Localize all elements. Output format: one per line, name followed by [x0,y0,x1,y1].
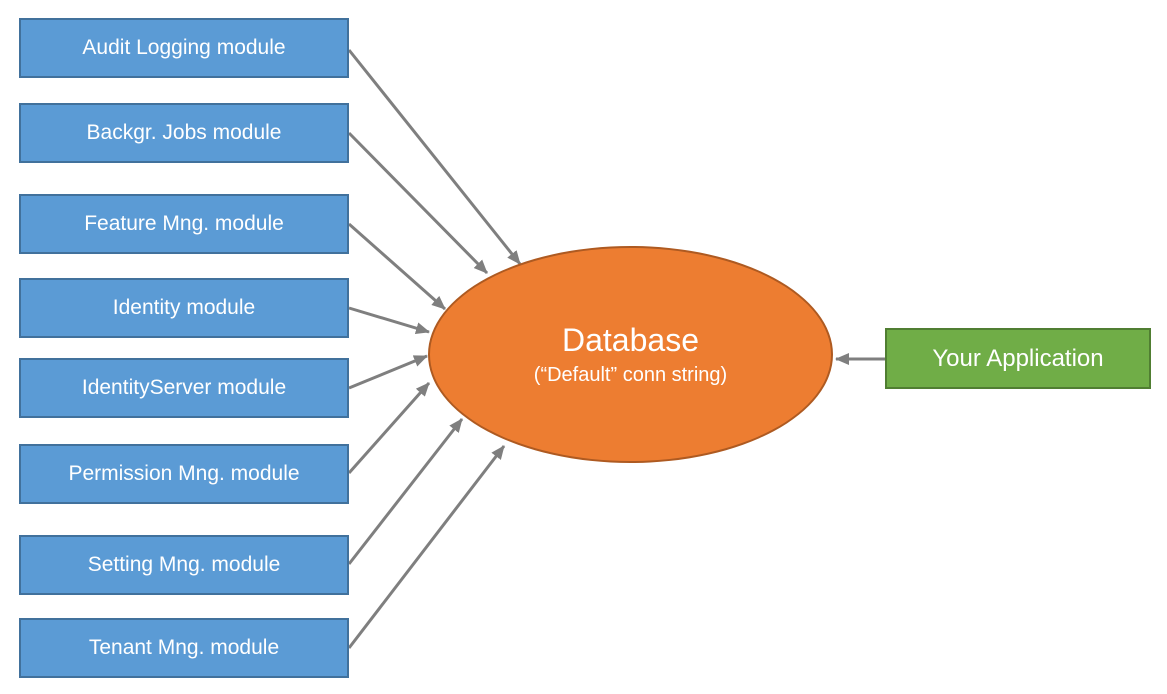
module-box-identity: Identity module [19,278,349,338]
module-label-identityserver: IdentityServer module [81,376,287,399]
arrow-feature-mng-to-database [348,222,446,311]
module-label-tenant-mng: Tenant Mng. module [88,636,280,659]
module-label-audit-logging: Audit Logging module [82,36,286,59]
module-box-permission-mng: Permission Mng. module [19,444,349,504]
module-box-setting-mng: Setting Mng. module [19,535,349,595]
arrow-backgr-jobs-to-database [347,131,489,275]
module-label-feature-mng: Feature Mng. module [84,212,284,235]
module-box-feature-mng: Feature Mng. module [19,194,349,254]
database-ellipse: Database (“Default” conn string) [428,246,833,463]
module-box-identityserver: IdentityServer module [19,358,349,418]
arrow-audit-logging-to-database [347,49,522,265]
module-label-setting-mng: Setting Mng. module [87,553,281,576]
arrow-identity-to-database [348,306,430,335]
database-title: Database [562,321,699,358]
module-label-backgr-jobs: Backgr. Jobs module [86,121,282,144]
module-label-identity: Identity module [112,296,256,319]
module-box-audit-logging: Audit Logging module [19,18,349,78]
module-box-tenant-mng: Tenant Mng. module [19,618,349,678]
arrow-permission-mng-to-database [347,382,431,474]
module-box-backgr-jobs: Backgr. Jobs module [19,103,349,163]
arrow-setting-mng-to-database [347,418,464,565]
database-subtitle: (“Default” conn string) [533,364,728,387]
arrow-tenant-mng-to-database [347,445,506,649]
module-label-permission-mng: Permission Mng. module [68,462,300,485]
application-label: Your Application [932,344,1104,372]
arrow-identityserver-to-database [348,354,428,390]
application-box: Your Application [885,328,1151,389]
